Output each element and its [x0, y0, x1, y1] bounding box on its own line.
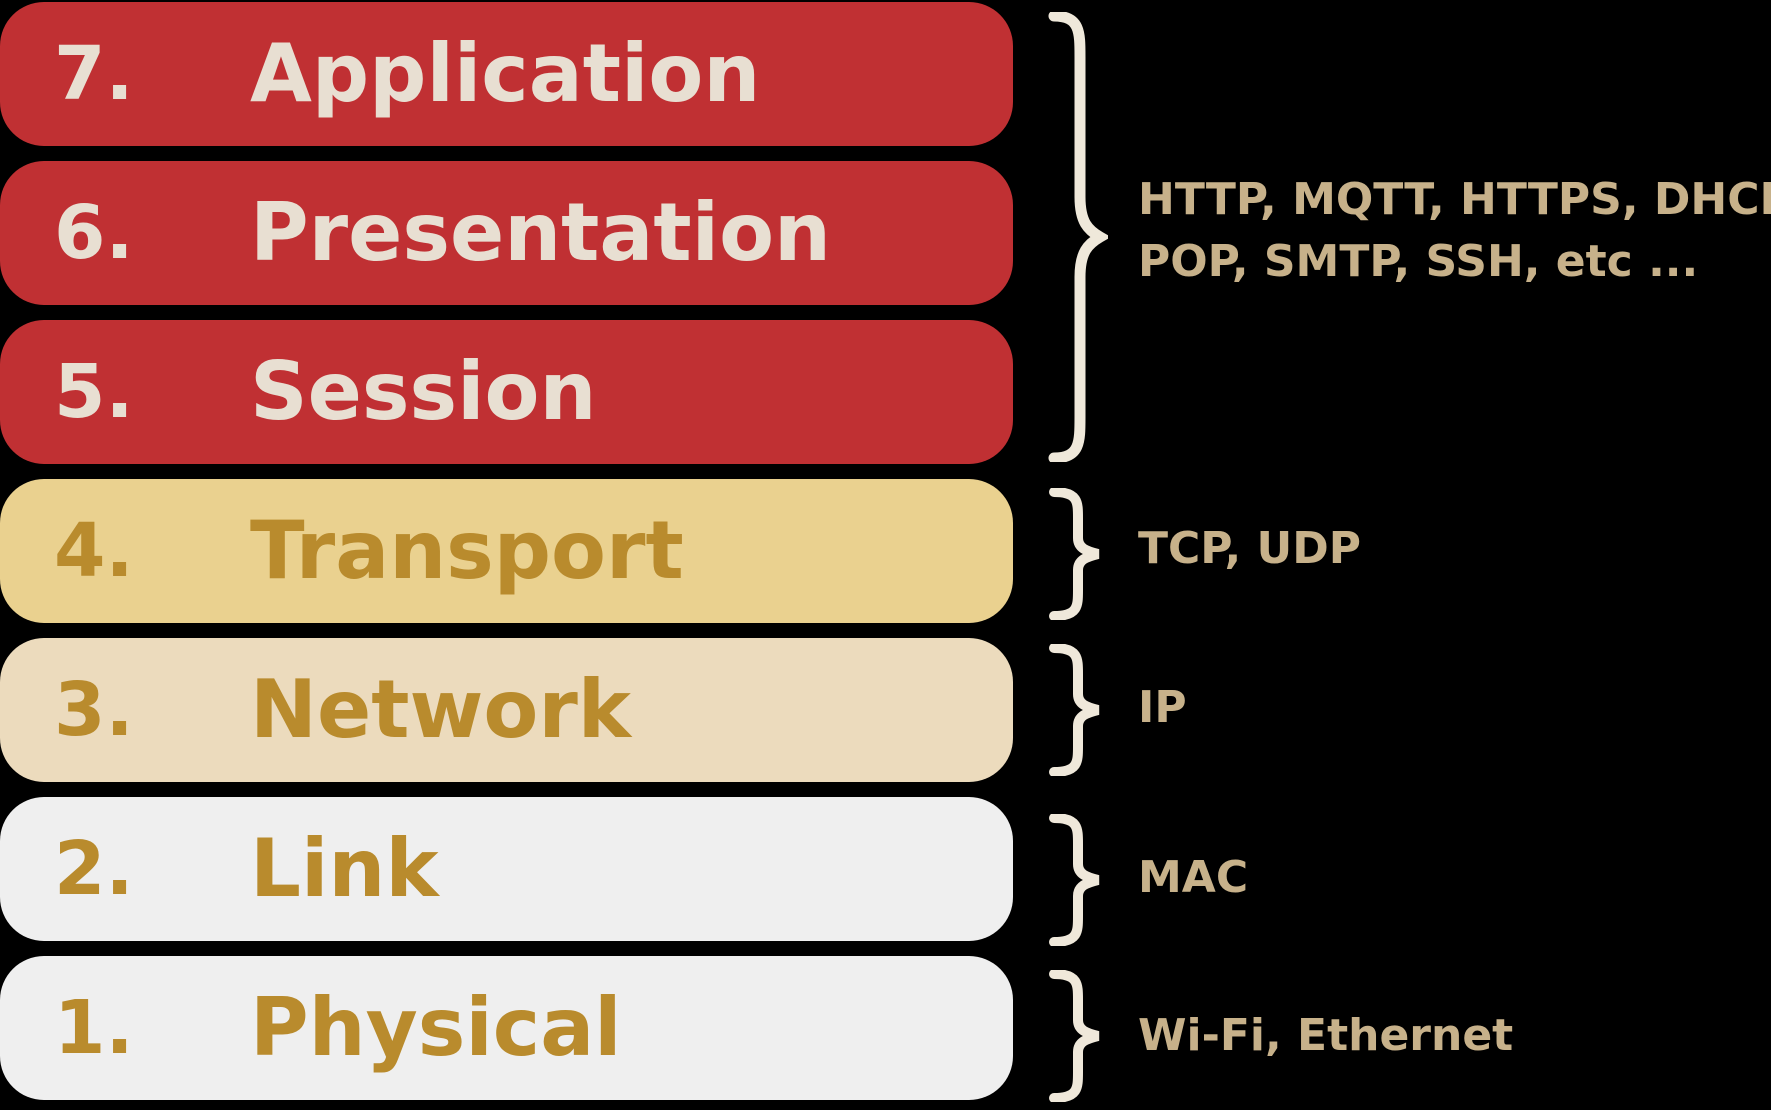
layer-name: Network: [250, 663, 631, 756]
layer-name: Presentation: [250, 186, 831, 279]
layer-name: Link: [250, 822, 439, 915]
layer-number: 5.: [54, 349, 134, 435]
osi-layer-3: 3. Network: [0, 638, 1013, 782]
protocols-transport: TCP, UDP: [1138, 518, 1361, 580]
layer-number: 7.: [54, 31, 134, 117]
osi-layer-1: 1. Physical: [0, 956, 1013, 1100]
protocol-line: MAC: [1138, 852, 1249, 903]
protocol-line: Wi-Fi, Ethernet: [1138, 1010, 1514, 1061]
curly-brace-icon: [1049, 970, 1100, 1102]
layer-number: 2.: [54, 826, 134, 912]
layer-number: 3.: [54, 667, 134, 753]
layer-number: 1.: [54, 985, 134, 1071]
osi-layer-2: 2. Link: [0, 797, 1013, 941]
protocols-network: IP: [1138, 677, 1187, 739]
layer-name: Application: [250, 27, 761, 120]
osi-layer-5: 5. Session: [0, 320, 1013, 464]
curly-brace-icon: [1049, 488, 1100, 620]
osi-layer-6: 6. Presentation: [0, 161, 1013, 305]
protocol-line: IP: [1138, 682, 1187, 733]
protocols-physical: Wi-Fi, Ethernet: [1138, 1005, 1513, 1067]
protocol-line: HTTP, MQTT, HTTPS, DHCP,: [1138, 174, 1771, 225]
osi-layer-4: 4. Transport: [0, 479, 1013, 623]
curly-brace-icon: [1048, 12, 1108, 462]
layer-name: Transport: [250, 504, 684, 597]
protocol-line: TCP, UDP: [1138, 523, 1362, 574]
curly-brace-icon: [1049, 814, 1100, 946]
layer-number: 6.: [54, 190, 134, 276]
layer-name: Session: [250, 345, 597, 438]
protocols-link: MAC: [1138, 847, 1248, 909]
protocol-line: POP, SMTP, SSH, etc ...: [1138, 236, 1699, 287]
osi-layer-7: 7. Application: [0, 2, 1013, 146]
curly-brace-icon: [1049, 644, 1100, 776]
layer-number: 4.: [54, 508, 134, 594]
protocols-application: HTTP, MQTT, HTTPS, DHCP, POP, SMTP, SSH,…: [1138, 169, 1771, 293]
layer-name: Physical: [250, 981, 622, 1074]
